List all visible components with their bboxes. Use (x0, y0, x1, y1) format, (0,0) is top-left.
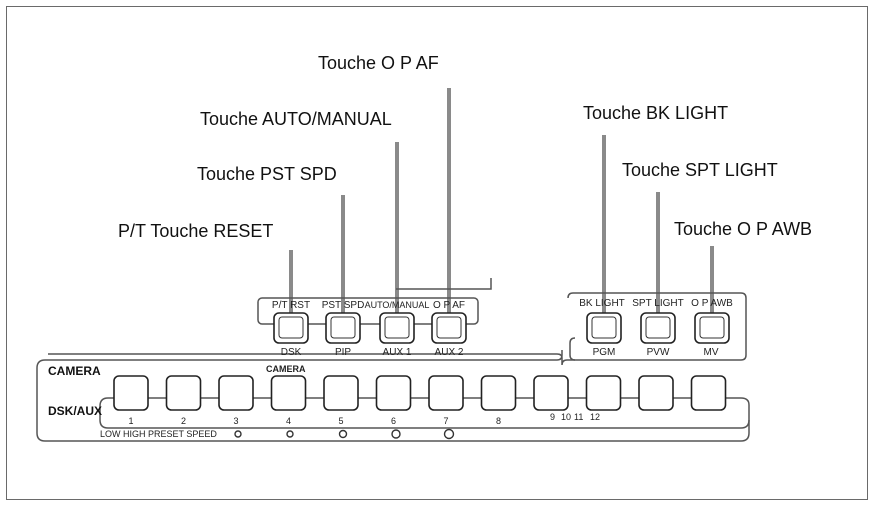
camera-button-9[interactable] (533, 375, 569, 411)
label-op-awb: O P AWB (691, 298, 733, 309)
button-pst-spd[interactable] (325, 312, 361, 344)
camera-button-row (113, 375, 727, 411)
camera-label: CAMERA (48, 364, 101, 378)
label-pt-rst: P/T RST (272, 300, 310, 311)
camera-number-12: 12 (590, 412, 600, 422)
callout-bk-light: Touche BK LIGHT (583, 103, 728, 123)
label-pip: PIP (335, 347, 351, 358)
camera-button-3[interactable] (218, 375, 254, 411)
lamp-speed-2 (443, 428, 455, 440)
callout-pst-spd: Touche PST SPD (197, 164, 337, 184)
button-op-awb[interactable] (694, 312, 730, 344)
camera-number-4: 4 (286, 416, 291, 426)
button-bk-light[interactable] (586, 312, 622, 344)
camera-button-12[interactable] (690, 375, 727, 411)
label-pst-spd: PST SPD (322, 300, 365, 311)
label-dsk: DSK (281, 347, 302, 358)
camera-number-1: 1 (128, 416, 133, 426)
camera-panel-top (45, 350, 563, 361)
camera-button-10[interactable] (585, 375, 622, 411)
camera-button-2[interactable] (165, 375, 202, 411)
lamp-high (286, 430, 294, 438)
camera-button-8[interactable] (480, 375, 517, 411)
camera-button-6[interactable] (375, 375, 412, 411)
camera-number-11: 11 (574, 412, 583, 422)
dsk-aux-panel (99, 397, 750, 429)
camera-label-small: CAMERA (266, 364, 306, 374)
camera-number-2: 2 (181, 416, 186, 426)
upper-left-group-panel (257, 297, 479, 325)
diagram-frame (6, 6, 868, 500)
camera-number-6: 6 (391, 416, 396, 426)
label-spt-light: SPT LIGHT (632, 298, 684, 309)
camera-number-8: 8 (496, 416, 501, 426)
lamp-preset (338, 429, 348, 439)
label-bk-light: BK LIGHT (579, 298, 625, 309)
camera-number-7: 7 (443, 416, 448, 426)
camera-number-10: 10 (561, 412, 571, 422)
group-bracket (396, 278, 492, 290)
label-mv: MV (704, 347, 719, 358)
camera-button-1[interactable] (113, 375, 149, 411)
lamp-low (234, 430, 242, 438)
button-auto-manual[interactable] (379, 312, 415, 344)
camera-button-4[interactable] (270, 375, 307, 411)
label-aux2: AUX 2 (435, 347, 464, 358)
speed-label: LOW HIGH PRESET SPEED (100, 429, 217, 439)
label-pvw: PVW (647, 347, 670, 358)
upper-right-inner-panel (569, 337, 576, 361)
label-aux1: AUX 1 (383, 347, 412, 358)
lamp-speed-1 (391, 429, 401, 439)
button-spt-light[interactable] (640, 312, 676, 344)
camera-number-5: 5 (338, 416, 343, 426)
callout-auto-manual: Touche AUTO/MANUAL (200, 109, 392, 129)
camera-panel (36, 359, 750, 442)
label-op-af: O P AF (433, 300, 465, 311)
label-pgm: PGM (593, 347, 616, 358)
callout-op-af: Touche O P AF (318, 53, 439, 73)
camera-number-3: 3 (233, 416, 238, 426)
camera-button-7[interactable] (428, 375, 464, 411)
callout-pt-reset: P/T Touche RESET (118, 221, 273, 241)
label-auto-manual: AUTO/MANUAL (365, 300, 430, 310)
camera-button-11[interactable] (638, 375, 674, 411)
camera-button-5[interactable] (323, 375, 359, 411)
dsk-aux-label: DSK/AUX (48, 404, 102, 418)
camera-number-9: 9 (550, 412, 555, 422)
callout-op-awb: Touche O P AWB (674, 219, 812, 239)
button-pt-rst[interactable] (273, 312, 309, 344)
button-op-af[interactable] (431, 312, 467, 344)
callout-spt-light: Touche SPT LIGHT (622, 160, 778, 180)
